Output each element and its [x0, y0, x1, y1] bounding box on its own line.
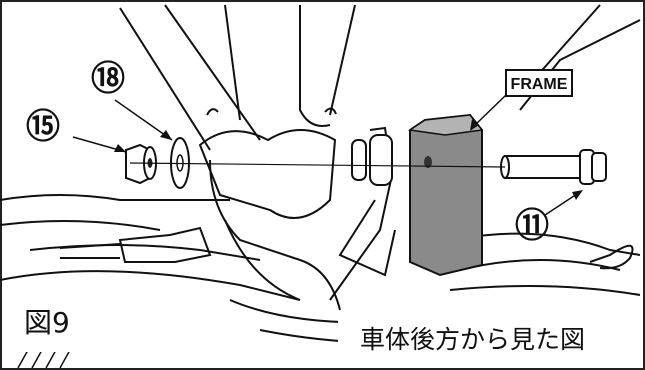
frame-callout: FRAME — [511, 76, 568, 93]
bolt-11 — [500, 149, 607, 185]
hatch-marks — [17, 349, 71, 369]
frame-callout-box — [505, 69, 573, 97]
part-number-18: ⑱ — [91, 59, 125, 99]
nut-15 — [125, 143, 157, 185]
alignment-axis — [129, 162, 506, 168]
part-number-11: ⑪ — [515, 206, 549, 246]
part-number-15: ⑮ — [26, 107, 60, 147]
exhaust-assembly — [59, 107, 341, 311]
figure-label: 図9 — [6, 290, 116, 352]
frame-block — [407, 113, 484, 277]
view-caption: 車体後方から見た図 — [338, 312, 638, 368]
leader-arrowheads — [114, 119, 583, 200]
mounting-bracket — [329, 126, 396, 301]
hose-clip — [589, 244, 634, 270]
